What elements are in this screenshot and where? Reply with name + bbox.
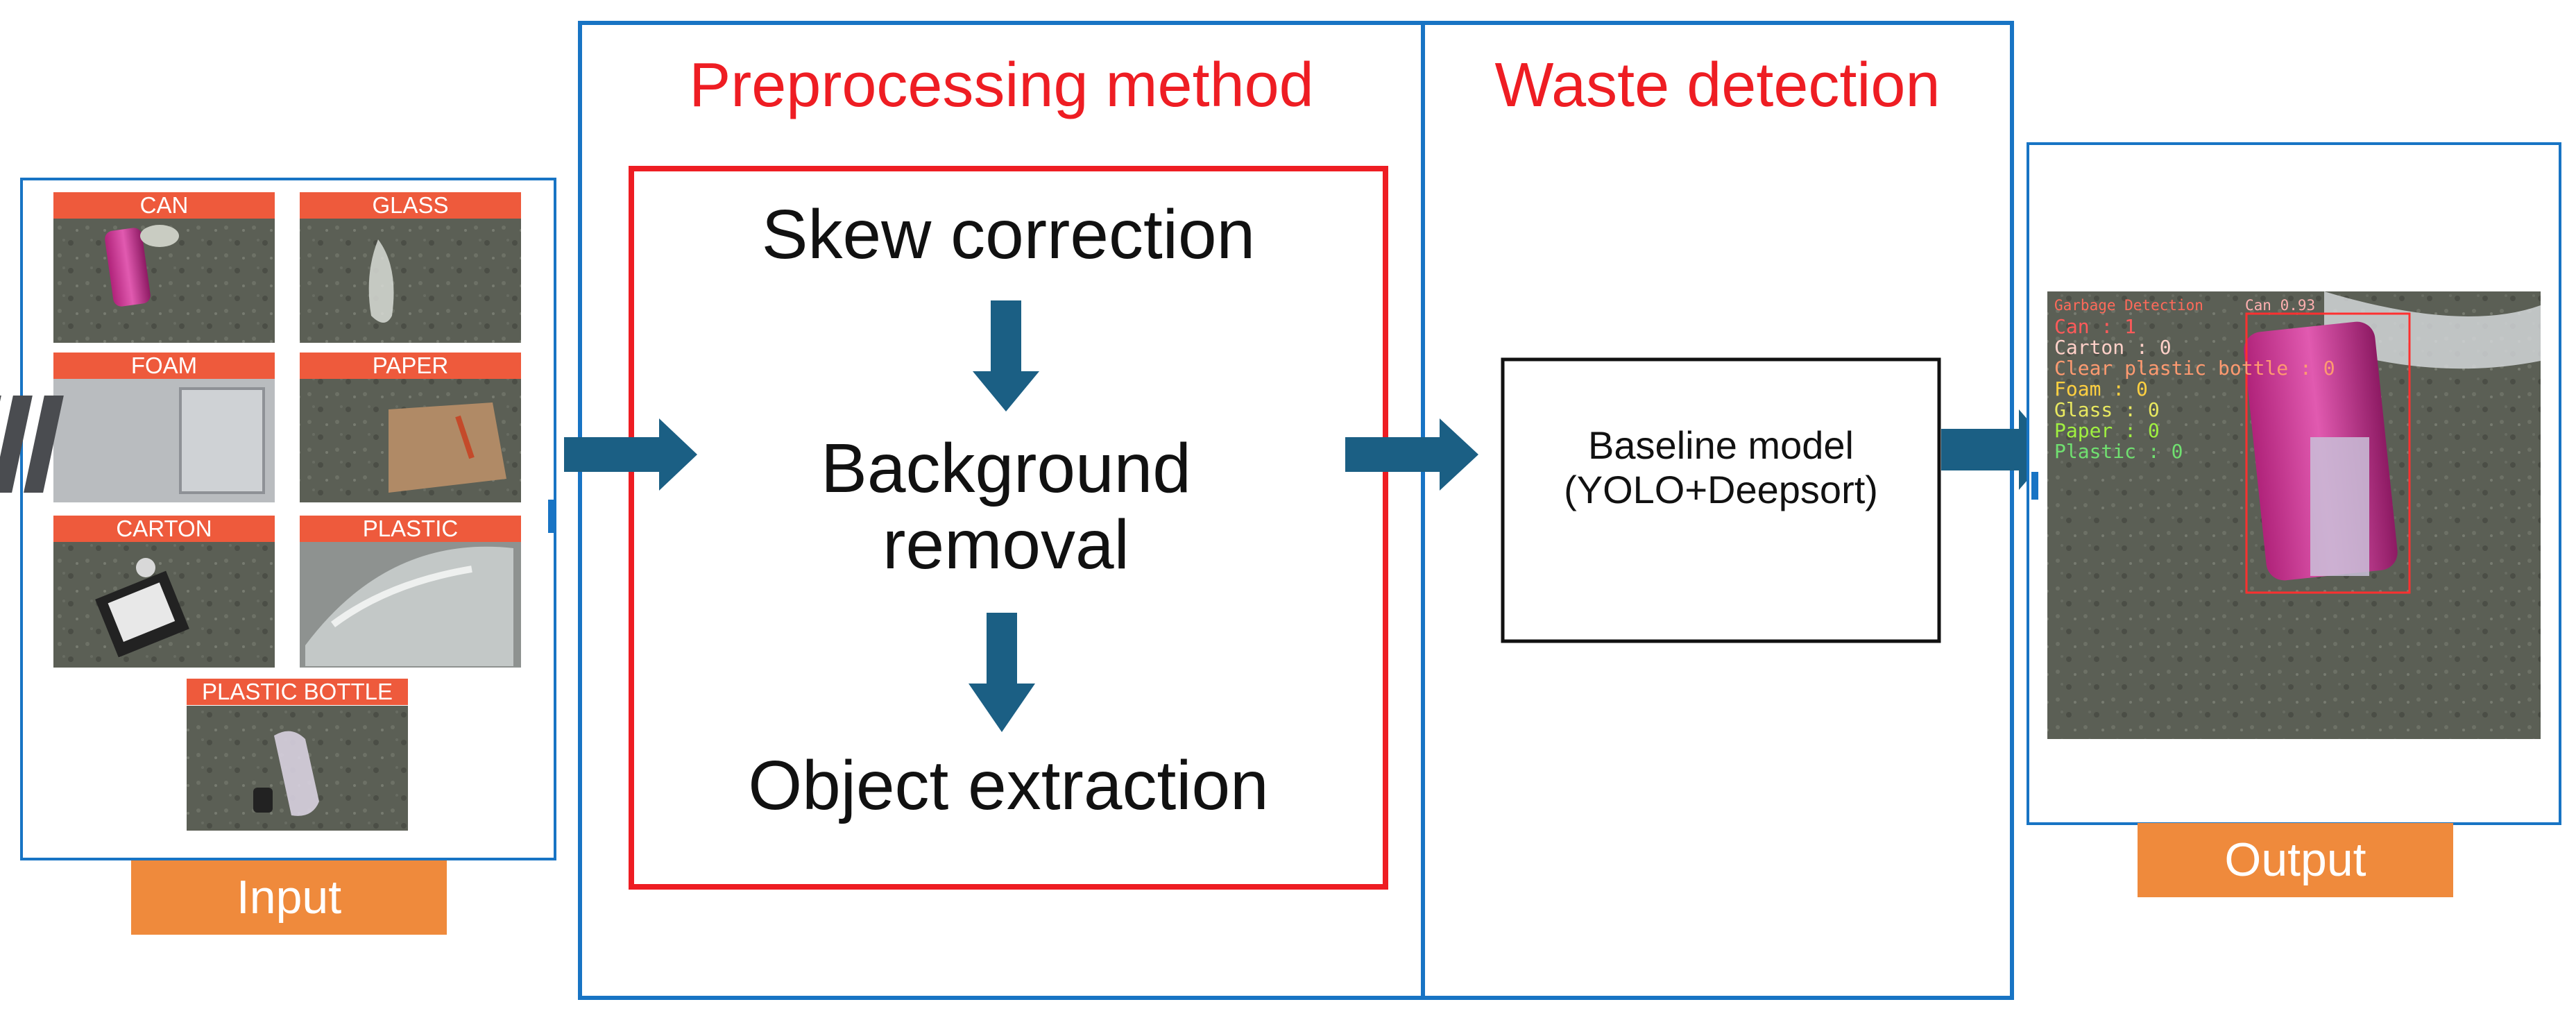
overlay-count-glass: Glass : 0 xyxy=(2054,398,2160,421)
tile-label-can: CAN xyxy=(53,192,275,219)
overlay-count-carton: Carton : 0 xyxy=(2054,336,2172,359)
arrow-background-to-extraction xyxy=(969,613,1035,732)
overlay-count-can: Can : 1 xyxy=(2054,315,2137,338)
panel-tab-mark xyxy=(548,500,554,533)
overlay-count-plastic: Plastic : 0 xyxy=(2054,440,2183,463)
arrow-detection-to-output xyxy=(1941,409,2054,490)
tile-plastic-bottle-image xyxy=(187,706,408,831)
arrow-input-to-preprocessing xyxy=(564,418,697,491)
tile-label-plastic-bottle: PLASTIC BOTTLE xyxy=(187,679,408,705)
model-label: Baseline model (YOLO+Deepsort) xyxy=(1503,423,1939,513)
tile-can-image xyxy=(53,217,275,343)
tile-paper-image xyxy=(300,379,521,502)
tile-glass-image xyxy=(300,217,521,343)
overlay-count-foam: Foam : 0 xyxy=(2054,377,2148,400)
tile-label-foam: FOAM xyxy=(53,353,275,379)
model-detail: (YOLO+Deepsort) xyxy=(1564,468,1878,512)
output-frame-image xyxy=(2047,291,2541,739)
model-box xyxy=(1501,357,1941,643)
output-label: Output xyxy=(2138,823,2453,897)
overlay-count-list: Can : 1 Carton : 0 Clear plastic bottle … xyxy=(2054,316,2335,462)
step-skew-correction: Skew correction xyxy=(761,196,1256,273)
detection-stage-frame xyxy=(1421,21,2014,1000)
tile-label-paper: PAPER xyxy=(300,353,521,379)
step-object-extraction: Object extraction xyxy=(748,747,1269,824)
input-label: Input xyxy=(131,860,447,935)
overlay-count-clear-plastic-bottle: Clear plastic bottle : 0 xyxy=(2054,357,2335,380)
detection-title: Waste detection xyxy=(1494,51,1940,120)
overlay-detection-label: Can 0.93 xyxy=(2245,297,2316,314)
overlay-title: Garbage Detection xyxy=(2054,297,2203,314)
preprocessing-title: Preprocessing method xyxy=(689,51,1314,120)
tile-plastic-image xyxy=(300,541,521,668)
tile-carton-image xyxy=(53,541,275,668)
tile-label-glass: GLASS xyxy=(300,192,521,219)
tile-label-carton: CARTON xyxy=(53,516,275,542)
model-name: Baseline model xyxy=(1588,423,1854,467)
overlay-count-paper: Paper : 0 xyxy=(2054,419,2160,442)
output-panel-tab-mark xyxy=(2031,472,2038,500)
step-background-removal: Background removal xyxy=(821,430,1191,584)
arrow-skew-to-background xyxy=(973,300,1039,411)
tile-foam-image xyxy=(0,379,275,502)
arrow-preprocessing-to-detection xyxy=(1345,418,1478,491)
tile-label-plastic: PLASTIC xyxy=(300,516,521,542)
preprocessing-box xyxy=(629,166,1388,890)
